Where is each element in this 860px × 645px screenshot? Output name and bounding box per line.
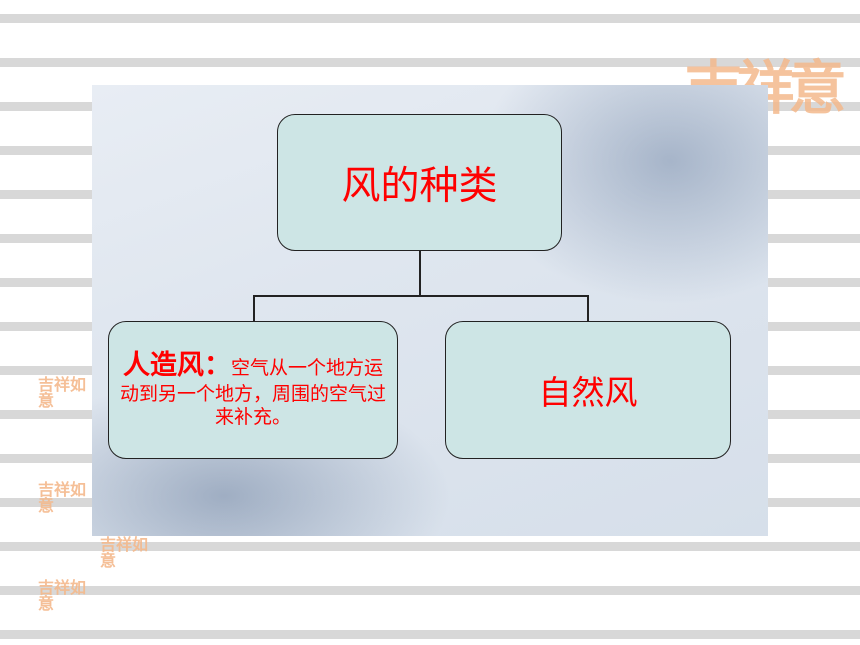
connector-right-drop	[587, 295, 589, 322]
connector-left-drop	[253, 295, 255, 322]
small-seal-logo: 吉祥如意	[38, 480, 87, 515]
root-node-label: 风的种类	[341, 163, 498, 209]
man-made-wind-text: 人造风：空气从一个地方运动到另一个地方，周围的空气过来补充。	[115, 350, 391, 429]
root-node: 风的种类	[277, 114, 562, 251]
small-seal-logo: 吉祥如意	[38, 578, 87, 613]
natural-wind-node: 自然风	[445, 321, 731, 459]
connector-horizontal	[253, 295, 589, 297]
man-made-wind-node: 人造风：空气从一个地方运动到另一个地方，周围的空气过来补充。	[108, 321, 398, 459]
man-made-wind-description: 空气从一个地方运动到另一个地方，周围的空气过来补充。	[119, 357, 386, 429]
slide-panel: 风的种类 人造风：空气从一个地方运动到另一个地方，周围的空气过来补充。 自然风	[92, 85, 768, 536]
connector-vertical	[419, 251, 421, 296]
natural-wind-label: 自然风	[538, 373, 638, 412]
small-seal-logo: 吉祥如意	[100, 535, 149, 570]
small-seal-logo: 吉祥如意	[38, 375, 87, 410]
man-made-wind-label: 人造风：	[122, 350, 231, 382]
